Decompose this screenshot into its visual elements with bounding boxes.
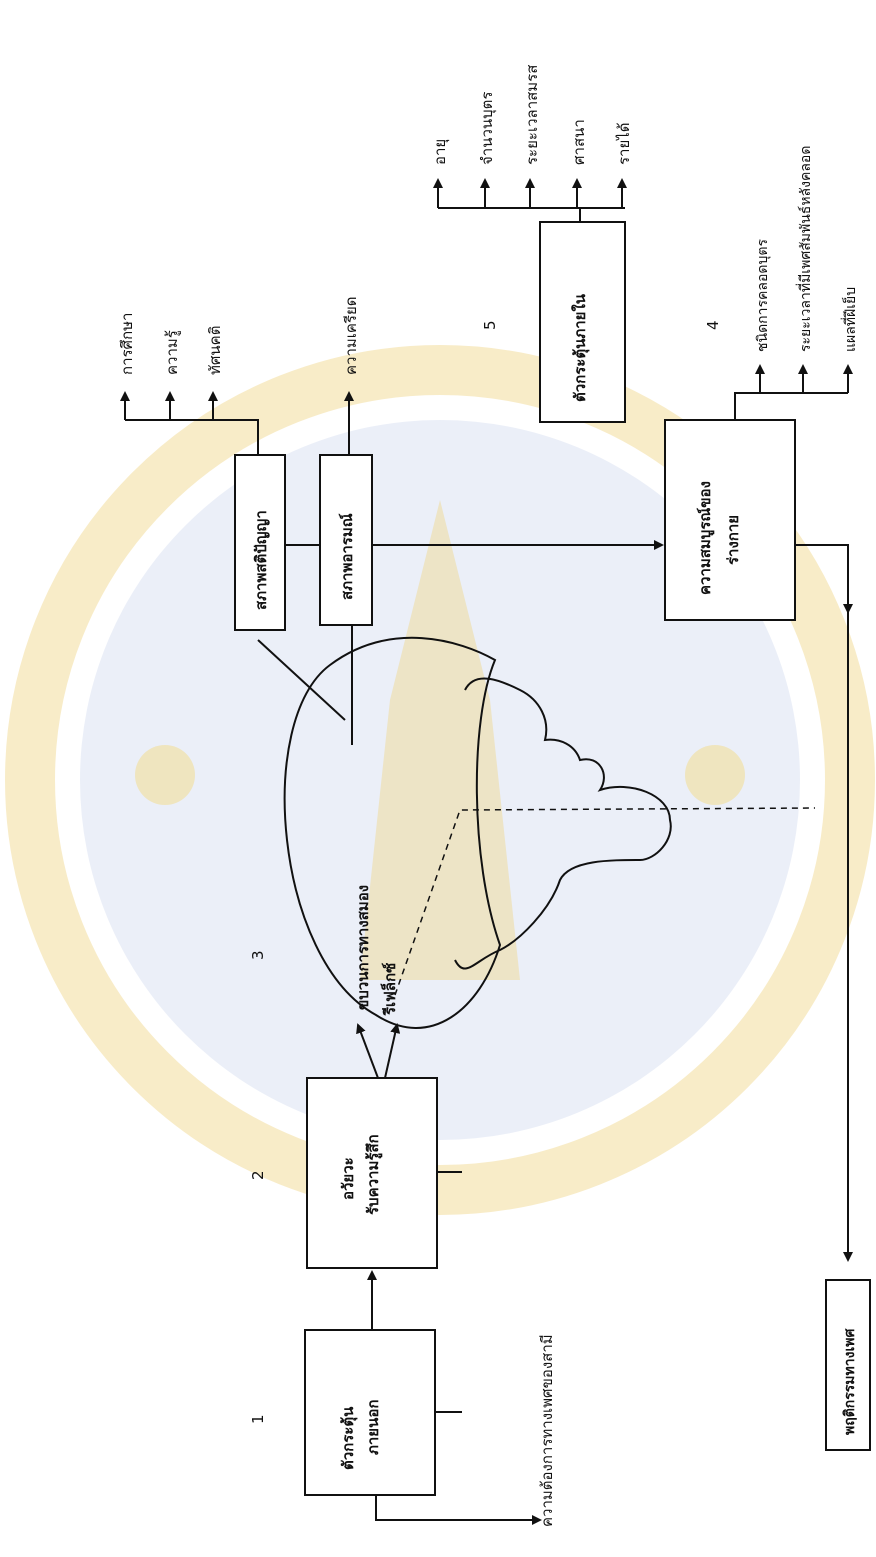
sensory-organ-label-1: อวัยวะ [339, 1157, 357, 1200]
delivery-type-label: ชนิดการคลอดบุตร [755, 239, 771, 352]
marriage-duration-label: ระยะเวลาสมรส [523, 65, 541, 165]
age-label: อายุ [431, 139, 450, 165]
physical-factor-trunk [735, 393, 848, 420]
sexual-behavior-label: พฤติกรรมทางเพศ [842, 1328, 858, 1435]
education-label: การศึกษา [118, 313, 136, 375]
knowledge-label: ความรู้ [163, 330, 181, 375]
internal-factor-label: ตัวกระตุ้นภายใน [571, 293, 590, 402]
number-5: 5 [481, 320, 499, 330]
external-factor-label-1: ตัวกระตุ้น [339, 1406, 358, 1470]
emotional-state-label: สภาพอารมณ์ [338, 513, 356, 600]
husband-need-loop-line [376, 1495, 540, 1520]
physical-readiness-label-2: ร่างกาย [724, 515, 742, 565]
number-4: 4 [704, 320, 722, 330]
children-label: จำนวนบุตร [478, 92, 497, 165]
postpartum-time-label: ระยะเวลาที่มีเพศสัมพันธ์หลังคลอด [796, 146, 814, 352]
number-1: 1 [249, 1414, 267, 1424]
husband-need-label: ความต้องการทางเพศของสามี [538, 1334, 556, 1527]
number-2: 2 [249, 1170, 267, 1180]
physical-readiness-label-1: ความสมบูรณ์ของ [696, 481, 715, 595]
sensory-organ-label-2: รับความรู้สึก [364, 1134, 383, 1215]
external-factor-label-2: ภายนอก [364, 1400, 382, 1455]
brain-process-label: ขบวนการทางสมอง [354, 885, 372, 1010]
episiotomy-label: แผลที่ฝีเย็บ [841, 287, 859, 352]
stress-label: ความเครียด [342, 296, 360, 375]
income-label: รายได้ [615, 122, 633, 165]
reflex-label: รีเฟล็กซ์ [380, 963, 399, 1016]
internal-factor-trunk [438, 208, 625, 222]
attitude-label: ทัศนคติ [206, 326, 224, 375]
religion-label: ศาสนา [570, 119, 588, 165]
intellectual-state-label: สภาพสติปัญญา [252, 510, 270, 610]
number-3: 3 [249, 950, 267, 960]
